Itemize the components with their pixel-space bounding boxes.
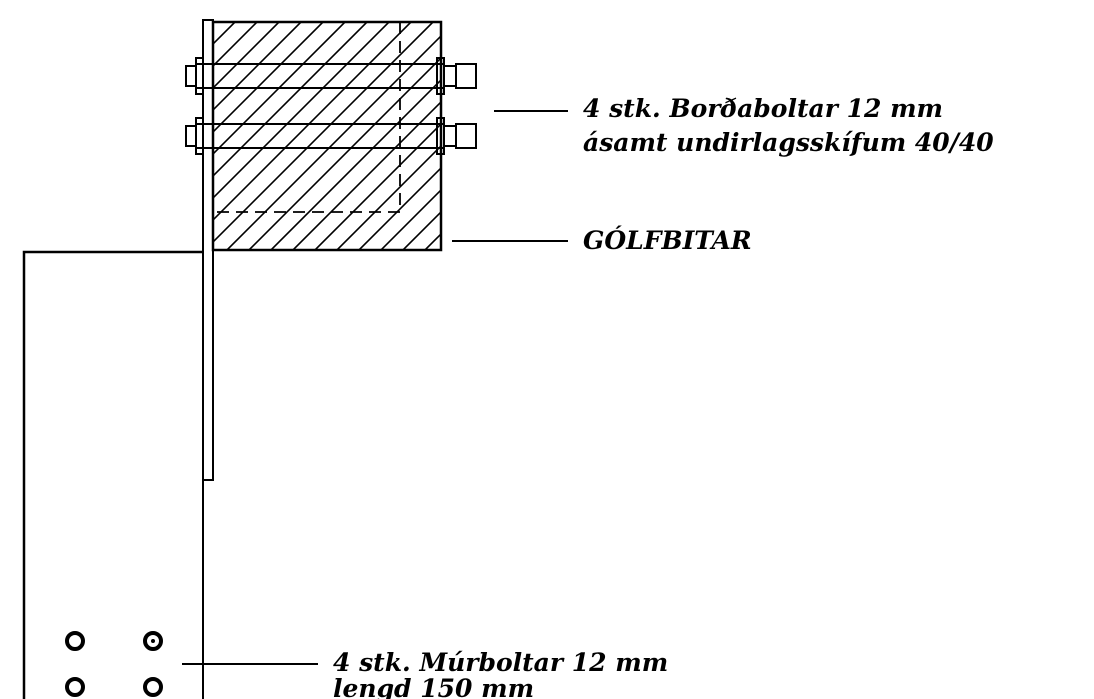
floor-joist-section <box>211 20 443 252</box>
anchor-hole-top-left <box>65 631 85 651</box>
anchor-hole-bottom-left <box>65 677 85 697</box>
hatch-line <box>213 22 412 222</box>
label-anchors-line2: lengd 150 mm <box>333 674 534 699</box>
hatch-line <box>213 22 214 24</box>
hatch-line <box>226 34 441 250</box>
hatch-line <box>213 22 236 46</box>
hatch-line <box>213 22 258 68</box>
label-bolts-line2: ásamt undirlagsskífum 40/40 <box>583 128 994 157</box>
hatch-line <box>213 22 324 134</box>
hatch-line <box>213 22 280 90</box>
anchor-hole-bottom-right <box>143 677 163 697</box>
hatch-line <box>213 22 390 200</box>
hatch-line <box>213 22 368 178</box>
through-bolt-upper <box>185 57 477 95</box>
hatch-line <box>314 122 441 250</box>
hatch-line <box>213 22 434 244</box>
through-bolt-lower <box>185 117 477 155</box>
hatch-line <box>213 22 346 156</box>
masonry-anchor-holes <box>65 631 163 697</box>
hatch-line <box>270 78 441 250</box>
leader-lines <box>182 110 568 665</box>
label-joists: GÓLFBITAR <box>583 226 752 255</box>
hatch-line <box>292 100 441 250</box>
anchor-hole-center-dot <box>151 639 155 643</box>
label-bolts-line1: 4 stk. Borðaboltar 12 mm <box>583 94 943 123</box>
label-anchors-line1: 4 stk. Múrboltar 12 mm <box>333 648 668 677</box>
hatch-line <box>380 188 441 250</box>
hatch-line <box>248 56 441 250</box>
hatch-line <box>336 144 441 250</box>
hatch-line <box>358 166 441 250</box>
hatch-line <box>213 22 302 112</box>
foundation-wall <box>22 250 204 699</box>
